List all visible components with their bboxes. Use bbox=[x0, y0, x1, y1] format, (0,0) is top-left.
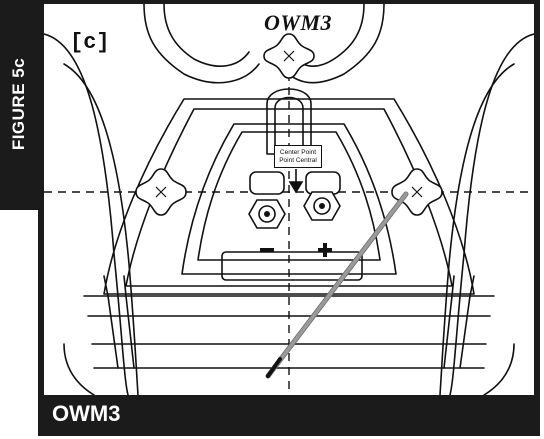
figure-tab-label: FIGURE 5c bbox=[9, 57, 28, 151]
bottom-left-foot bbox=[63, 343, 95, 395]
top-left-arch-inner bbox=[163, 4, 250, 67]
speaker-inner-outline bbox=[63, 63, 139, 395]
top-right-arch bbox=[278, 4, 385, 84]
speaker-outer-outline-right bbox=[449, 33, 534, 395]
label-plate bbox=[221, 251, 363, 281]
positive-post-base bbox=[305, 171, 341, 195]
panel-label: [c] bbox=[70, 30, 110, 55]
terminal-recess bbox=[181, 123, 397, 275]
terminal-recess-inner bbox=[197, 131, 381, 261]
figure-caption: OWM3 bbox=[52, 401, 121, 426]
speaker-inner-outline-right bbox=[439, 63, 515, 395]
speaker-drawing bbox=[44, 4, 534, 395]
speaker-outer-outline bbox=[44, 33, 129, 395]
top-left-arch bbox=[143, 4, 260, 84]
level-tool bbox=[266, 192, 408, 378]
figure-tab: FIGURE 5c bbox=[0, 0, 38, 210]
cabinet-front bbox=[103, 98, 475, 295]
bottom-left-post bbox=[103, 275, 135, 369]
level-tool-tip bbox=[266, 357, 282, 378]
bottom-right-post bbox=[443, 275, 475, 369]
positive-symbol-v bbox=[323, 243, 327, 257]
negative-symbol bbox=[260, 248, 274, 252]
negative-post-base bbox=[249, 171, 285, 195]
center-point-line1: Center Point bbox=[279, 149, 317, 156]
speaker-diagram bbox=[44, 4, 534, 395]
bottom-right-foot bbox=[483, 343, 515, 395]
model-logo: OWM3 bbox=[264, 10, 333, 35]
center-point-line2: Point Central bbox=[279, 157, 317, 164]
center-point-label: Center Point Point Central bbox=[274, 145, 322, 168]
keyhole-slot bbox=[266, 88, 312, 155]
center-arrow-head bbox=[288, 181, 304, 194]
